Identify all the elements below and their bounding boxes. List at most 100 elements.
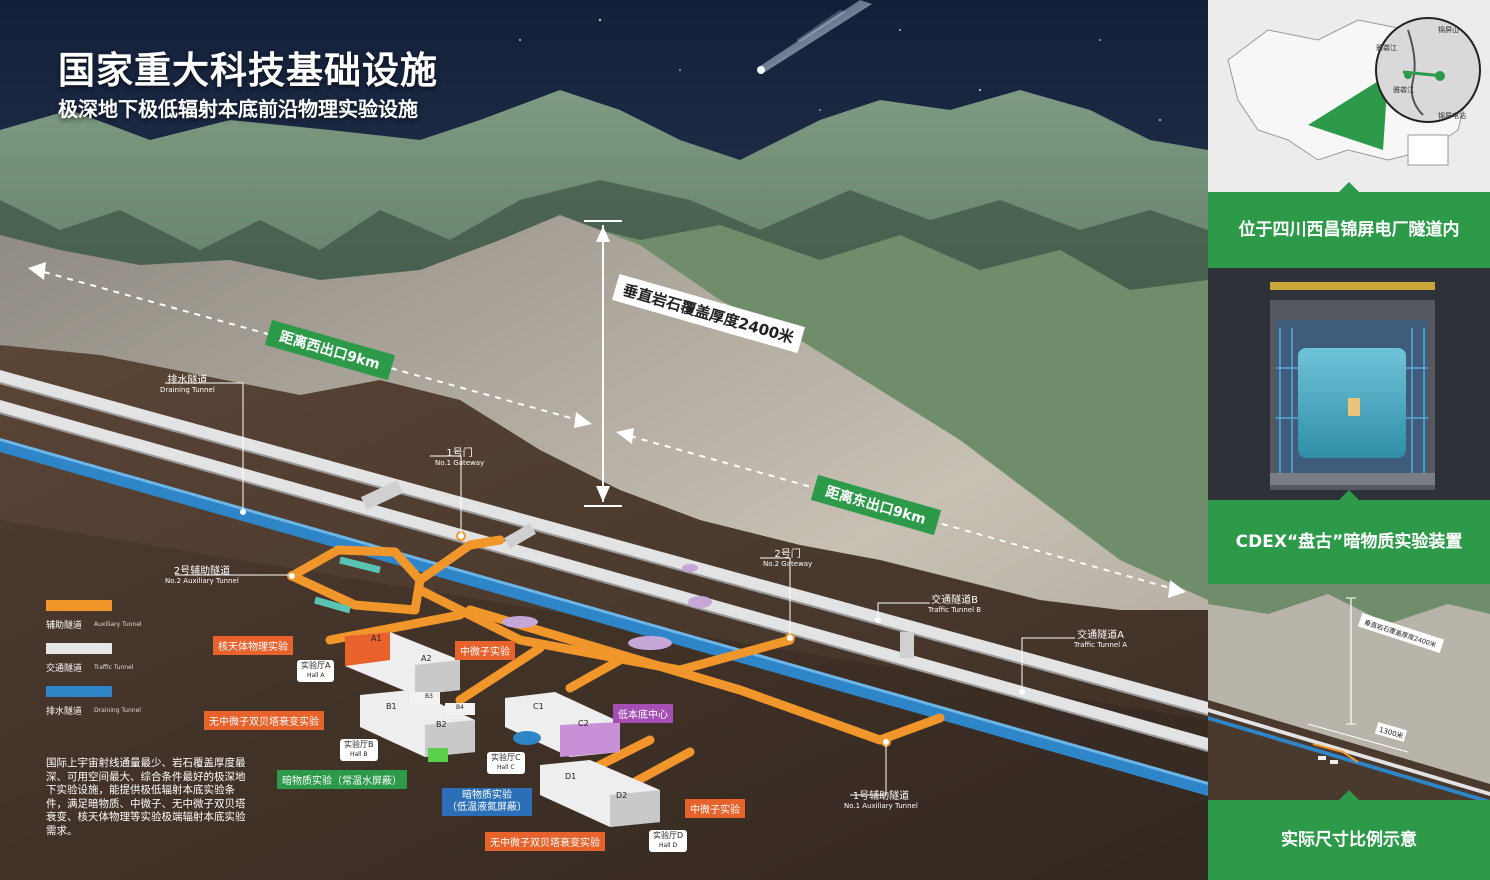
location-map-panel: 雅砻江 锦屏山 雅砻江 锦屏电站: [1208, 0, 1490, 192]
hall-en: Hall C: [496, 764, 515, 771]
block-b2: B2: [436, 720, 447, 729]
gateway-1-label: 1号门 No.1 Gateway: [435, 444, 484, 467]
hall-cn: 实验厅A: [301, 661, 331, 670]
china-map: 雅砻江 锦屏山 雅砻江 锦屏电站: [1208, 0, 1490, 192]
caret: [1339, 182, 1359, 192]
side-panel: 雅砻江 锦屏山 雅砻江 锦屏电站 位于四川西昌锦屏电厂隧道内: [1208, 0, 1490, 880]
comet-head: [757, 66, 765, 74]
block-b4: B4: [456, 704, 464, 711]
scale-illustration: 垂直岩石覆盖厚度2400米 1300米: [1208, 584, 1490, 804]
low-background-center-callout: 低本底中心: [613, 704, 673, 723]
facility-description: 国际上宇宙射线通量最少、岩石覆盖厚度最深、可用空间最大、综合条件最好的极深地下实…: [46, 757, 246, 837]
block-d1: D1: [565, 772, 577, 781]
legend-label-en: Traffic Tunnel: [94, 664, 134, 671]
dark-matter-water-callout: 暗物质实验（常温水屏蔽）: [277, 770, 407, 789]
neutrino-experiment-a-callout: 中微子实验: [455, 641, 515, 660]
hall-d-badge: 实验厅D Hall D: [649, 830, 688, 852]
legend-label-en: Draining Tunnel: [94, 707, 141, 714]
scale-caption: 实际尺寸比例示意: [1208, 800, 1490, 880]
caret: [1339, 490, 1359, 500]
hall-c-block: [505, 692, 620, 757]
label-cn: 排水隧道: [167, 375, 208, 386]
block-a1: A1: [371, 634, 382, 643]
label-en: No.2 Gateway: [763, 560, 813, 568]
draining-tunnel: [0, 438, 1208, 796]
earth-texture: [0, 520, 1208, 880]
tunnel-connector: [360, 480, 404, 510]
hall-cn: 实验厅B: [344, 740, 374, 749]
callout-line: 暗物质实验: [462, 790, 512, 801]
gateway-2-label: 2号门 No.2 Gateway: [763, 545, 812, 568]
hall-c-badge: 实验厅C Hall C: [487, 752, 525, 774]
caret: [1339, 790, 1359, 800]
map-place: 锦屏山: [1438, 25, 1459, 34]
hall-cn: 实验厅D: [653, 831, 684, 840]
hall-d-block: [540, 760, 660, 827]
label-en: Traffic Tunnel A: [1074, 641, 1128, 649]
traffic-tunnel-a: [0, 400, 1208, 752]
legend-label-cn: 辅助隧道: [46, 621, 83, 631]
tunnel-connector: [504, 523, 536, 549]
legend-swatch-traffic: [46, 643, 112, 654]
pipe-pods: [502, 564, 712, 650]
double-beta-d-callout: 无中微子双贝塔衰变实验: [485, 832, 605, 851]
cdex-illustration: [1208, 268, 1490, 500]
map-place: 雅砻江: [1393, 85, 1414, 94]
legend-label-cn: 排水隧道: [46, 707, 83, 717]
block-a2: A2: [421, 654, 432, 663]
callout-line: （低温液氮屏蔽）: [447, 802, 527, 813]
hall-cn: 实验厅C: [491, 753, 521, 762]
block-b1: B1: [386, 702, 397, 711]
block-c2: C2: [578, 719, 589, 728]
vertical-cover-dimension: [584, 220, 622, 507]
label-cn: 1号辅助隧道: [852, 791, 910, 802]
label-leaders: [165, 382, 1075, 796]
legend-swatch-draining: [46, 686, 112, 697]
comet: [796, 10, 846, 42]
hall-a-block: [345, 632, 460, 695]
location-caption: 位于四川西昌锦屏电厂隧道内: [1208, 192, 1490, 268]
cdex-photo-panel: [1208, 268, 1490, 500]
hall-blocks: [345, 632, 660, 827]
legend-label-cn: 交通隧道: [46, 664, 83, 674]
page-subtitle: 极深地下极低辐射本底前沿物理实验设施: [58, 97, 418, 121]
label-en: No.1 Gateway: [435, 459, 485, 467]
legend-label-en: Auxiliary Tunnel: [94, 621, 142, 628]
label-en: No.2 Auxiliary Tunnel: [165, 577, 239, 585]
neutrino-experiment-d-callout: 中微子实验: [685, 799, 745, 818]
block-b3: B3: [425, 693, 433, 700]
nuclear-astrophysics-callout: 核天体物理实验: [213, 636, 293, 655]
aux-tunnel-1-label: 1号辅助隧道 No.1 Auxiliary Tunnel: [844, 787, 918, 810]
traffic-tunnel-a-label: 交通隧道A Traffic Tunnel A: [1074, 626, 1127, 649]
draining-tunnel-label: 排水隧道 Draining Tunnel: [160, 371, 215, 394]
block-c1: C1: [533, 702, 544, 711]
map-place: 雅砻江: [1376, 43, 1397, 52]
label-cn: 2号辅助隧道: [173, 566, 231, 577]
page-title: 国家重大科技基础设施: [58, 49, 438, 92]
hall-a-badge: 实验厅A Hall A: [297, 660, 335, 682]
scale-panel: 垂直岩石覆盖厚度2400米 1300米: [1208, 584, 1490, 804]
label-cn: 2号门: [774, 549, 801, 560]
traffic-tunnel-b-label: 交通隧道B Traffic Tunnel B: [928, 591, 981, 614]
label-cn: 交通隧道A: [1077, 630, 1124, 641]
double-beta-b-callout: 无中微子双贝塔衰变实验: [204, 711, 324, 730]
block-d2: D2: [616, 791, 628, 800]
comet: [757, 0, 872, 72]
label-cn: 1号门: [446, 448, 473, 459]
underground-lab-scene: [0, 0, 1208, 880]
legend-swatch-aux: [46, 600, 112, 611]
tunnel-connector: [900, 632, 914, 658]
hall-en: Hall D: [659, 842, 678, 849]
hall-b-badge: 实验厅B Hall B: [340, 739, 378, 761]
aux-tunnel-teal: [314, 556, 381, 614]
cdex-caption: CDEX“盘古”暗物质实验装置: [1208, 500, 1490, 584]
hall-en: Hall B: [349, 751, 368, 758]
dark-matter-ln2-callout: 暗物质实验 （低温液氮屏蔽）: [442, 788, 532, 816]
label-en: No.1 Auxiliary Tunnel: [844, 802, 918, 810]
label-en: Draining Tunnel: [160, 386, 215, 394]
aux-tunnel-2-label: 2号辅助隧道 No.2 Auxiliary Tunnel: [165, 562, 239, 585]
label-cn: 交通隧道B: [931, 595, 978, 606]
label-en: Traffic Tunnel B: [928, 606, 982, 614]
hall-en: Hall A: [306, 672, 325, 679]
